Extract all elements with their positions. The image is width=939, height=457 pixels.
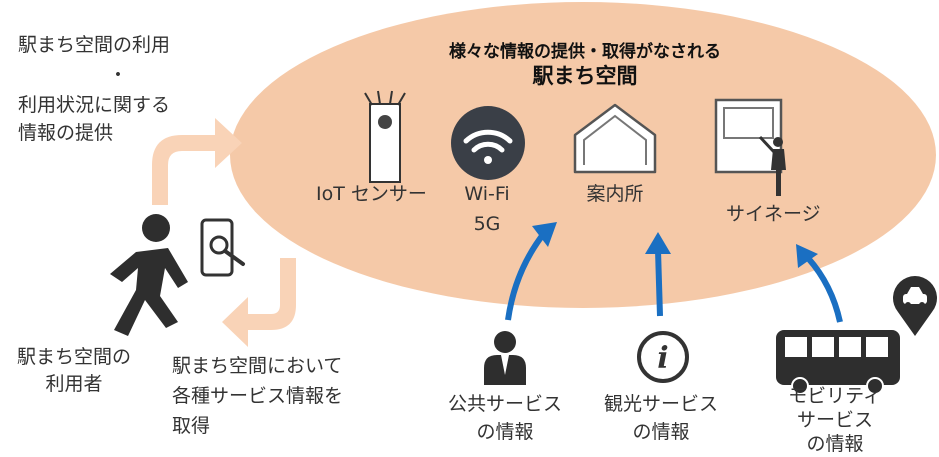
bottom-middle-line1: 駅まち空間において bbox=[172, 355, 343, 377]
iot-sensor-icon bbox=[364, 90, 406, 183]
smartphone-search-icon bbox=[200, 218, 245, 277]
top-left-line4: 情報の提供 bbox=[18, 122, 114, 144]
bottom-middle-line3: 取得 bbox=[172, 415, 211, 437]
walking-person-icon bbox=[110, 214, 188, 336]
blue-arrow-mobility bbox=[796, 244, 843, 323]
user-label-line1: 駅まち空間の bbox=[16, 346, 131, 368]
provide-arrow bbox=[152, 118, 242, 205]
public-service-line2: の情報 bbox=[476, 421, 534, 443]
5g-label: 5G bbox=[473, 213, 501, 235]
information-center-icon bbox=[573, 103, 657, 174]
info-icon: i bbox=[637, 331, 689, 383]
bottom-middle-line2: 各種サービス情報を bbox=[172, 385, 344, 407]
user-label-line2: 利用者 bbox=[45, 373, 103, 395]
blue-arrow-public bbox=[505, 222, 557, 321]
svg-text:i: i bbox=[657, 341, 668, 376]
mobility-service-line2: サービス bbox=[796, 409, 873, 431]
public-service-line1: 公共サービス bbox=[447, 393, 562, 415]
mobility-service-line3: の情報 bbox=[806, 433, 864, 455]
signage-icon bbox=[714, 98, 786, 196]
mobility-service-line1: モビリティ bbox=[788, 385, 882, 407]
wifi-label: Wi-Fi bbox=[464, 183, 510, 205]
top-left-line2: ・ bbox=[108, 64, 128, 86]
signage-label: サイネージ bbox=[726, 203, 821, 225]
wifi-icon bbox=[451, 106, 525, 180]
ellipse-title-line1: 様々な情報の提供・取得がなされる bbox=[449, 42, 721, 62]
information-center-label: 案内所 bbox=[586, 183, 644, 205]
bus-icon bbox=[776, 330, 900, 395]
top-left-line3: 利用状況に関する bbox=[18, 94, 171, 116]
tourism-service-line2: の情報 bbox=[632, 421, 690, 443]
tourism-service-line1: 観光サービス bbox=[603, 393, 718, 415]
businessperson-icon bbox=[484, 331, 526, 385]
car-pin-icon bbox=[893, 276, 938, 336]
ellipse-title-line2: 駅まち空間 bbox=[532, 64, 638, 88]
top-left-line1: 駅まち空間の利用 bbox=[18, 34, 171, 56]
blue-arrow-tourism bbox=[645, 232, 671, 317]
iot-sensor-label: IoT センサー bbox=[316, 183, 427, 205]
receive-arrow bbox=[222, 258, 296, 347]
